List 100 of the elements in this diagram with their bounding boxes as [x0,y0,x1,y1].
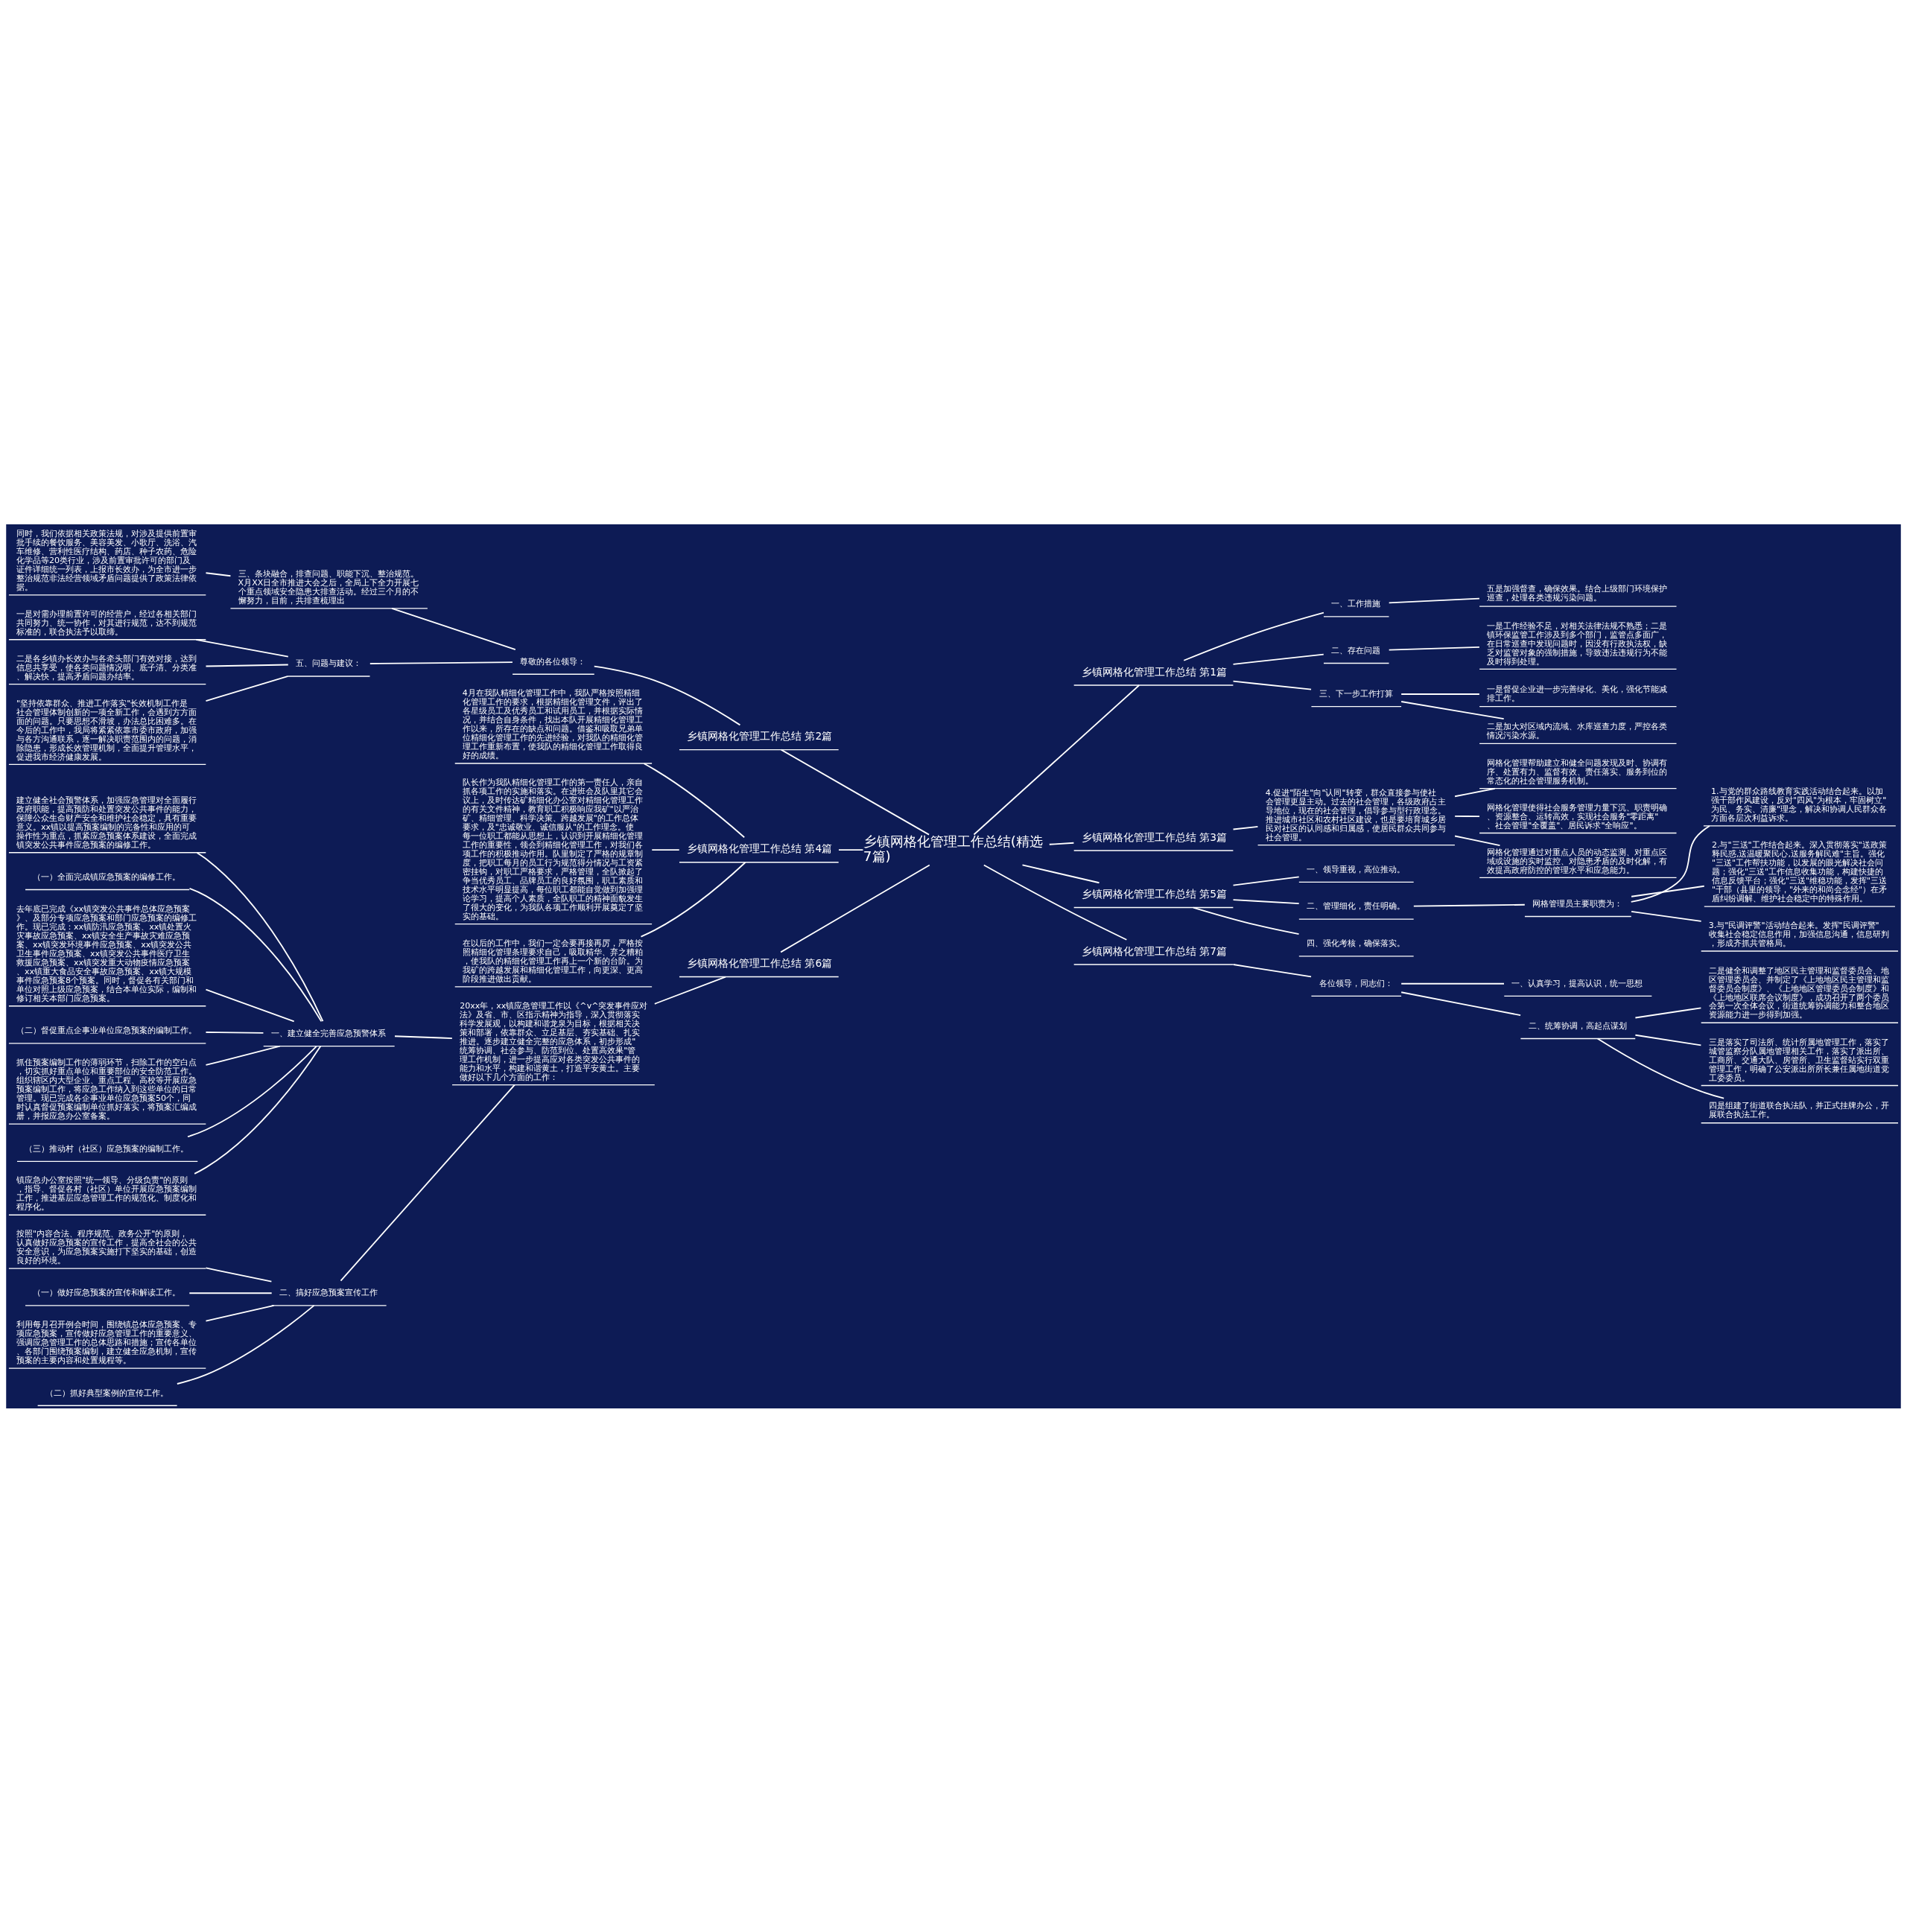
connector [973,684,1140,835]
node-text: 20xx年，xx镇应急管理工作以《^v^突发事件应对法》及省、市、区指示精神为指导，深入贯彻落实科学发展观，以构建和谐龙泉为目标，根据相关决策和部署，依靠群众、立足基层、夯实基础、扎实推进。逐步建立健全完整的应急体系，初步形成"统筹协调、社会参与、防范到位、处置高效果"管理工作机制，进一步提高应对各类突发公共事件的能力和水平，构建和谐黄土，打造平安黄土。主要做好以下几个方面的工作： [460,1000,648,1082]
node-text: 二、统筹协调，高起点谋划 [1528,1020,1627,1031]
connector [194,1045,322,1175]
node-text: 三、下一步工作打算 [1319,688,1393,699]
connector [1232,898,1300,904]
node-text: 一、工作措施 [1331,598,1381,608]
node-text: 同时，我们依据相关政策法规，对涉及提供前置审批手续的餐饮服务、美容美发、小歌厅、洗浴、汽车维修、营利性医疗结构、药店、种子农药、危险化学品等20类行业，涉及前置审批许可的部门及证件详细统一列表，上报市长效办，为全市进一步整治规范非法经营领域矛盾问题提供了政策法律依据。 [16,528,197,592]
node-text: （二）督促重点企事业单位应急预案的编制工作。 [16,1025,197,1035]
connector [394,1035,453,1039]
connector [1232,680,1312,690]
connector [1400,693,1480,695]
node-text: 去年底已完成《xx镇突发公共事件总体应急预案》、及部分专项应急预案和部门应急预案的编修工作。现已完成：xx镇防汛应急预案、xx镇处置火灾事故应急预案、xx镇安全生产事故灾难应急预案、xx镇突发环境事件应急预案、xx镇突发公共卫生事件应急预案、xx镇突发公共事件医疗卫生救援应急预案、xx镇突发重大动物疫情应急预案、xx镇重大食品安全事故应急预案、xx镇大规模事件应急预案8个预案。同时，督促各有关部门和单位对照上级应急预案，结合本单位实际，编制和修订相关本部门应急预案。 [16,903,197,1003]
node-text: 4.促进"陌生"向"认同"转变，群众直接参与使社会管理更显主动。过去的社会管理，各级政府占主导地位，现在的社会管理，倡导参与型行政理念。推进城市社区和农村社区建设，也是要培育城乡居民对社区的认同感和归属感，使居民群众共同参与社会管理。 [1265,787,1446,842]
connector [1596,1038,1725,1099]
connector [1388,646,1480,651]
node-text: 1.与党的群众路线教育实践活动结合起来。以加强干部作风建设，反对"四风"为根本，牢固树立"为民、务实、清廉"理念，解决和协调人民群众各方面各层次利益诉求。 [1711,786,1888,823]
connector [1400,700,1505,719]
node-text: （一）全面完成镇应急预案的编修工作。 [33,871,181,882]
connector [1631,910,1702,922]
connector [1232,825,1259,830]
node-text: 一、领导重视，高位推动。 [1306,864,1405,874]
connector [651,848,680,851]
node-text: 乡镇网格化管理工作总结 第3篇 [1081,830,1227,843]
connector [1048,842,1075,845]
node-text: 在以后的工作中，我们一定会要再接再厉，严格按照精细化管理条理要求自己，吸取精华、弃之糟粕，使我队的精细化管理工作再上一个新的台阶。为我矿的跨越发展和精细化管理工作，向更深、更高阶段推进做出贡献。 [462,938,643,984]
node-text: 乡镇网格化管理工作总结 第4篇 [687,842,833,854]
connector [205,1031,264,1034]
connector [653,976,726,1005]
connector [205,1267,273,1282]
node-text: 四、强化考核，确保落实。 [1306,938,1405,948]
node-text: 三是落实了司法所、统计所属地管理工作，落实了城管监察分队属地管理相关工作，落实了派出所、工商所、交通大队、房管所、卫生监督站实行双重管理工作，明确了公安派出所所长兼任属地街道党工委委员。 [1708,1037,1889,1083]
node-text: 队长作为我队精细化管理工作的第一责任人，亲自抓各项工作的实施和落实。在进班会及队里其它会议上，及时传达矿精细化办公室对精细化管理工作的有关文件精神，教育职工积极响应我矿"以严治矿、精细管理、科学决策、跨越发展"的工作总体要求，及"忠诚敬业、诚信服从"的工作理念。使每一位职工都能从思想上，认识到开展精细化管理工作的重要性，领会到精细化管理工作，对我们各项工作的积极推动作用。队里制定了严格的规章制度，把职工每月的员工行为规范得分情况与工资紧密挂钩，对职工严格要求，严格管理，全队掀起了争当优秀员工、品牌员工的良好氛围，职工素质和技术水平明显提高，每位职工都能自觉做到加强理论学习，提高个人素质，全队职工的精神面貌发生了很大的变化，为我队各项工作顺利开展奠定了坚实的基础。 [462,777,643,921]
connector [1634,1006,1702,1018]
node-text: 五、问题与建议： [296,658,361,668]
node-text: 二是健全和调整了地区民主管理和监督委员会、地区管理委员会、并制定了《上地地区民主管理和监督委员会制度》、《上地地区管理委员会制度》和《上地地区联席会议制度》，成功召开了两个委员会第一次全体会议，街道统筹协调能力和整合地区资源能力进一步得到加强。 [1708,965,1889,1020]
connector [195,638,289,657]
node-text: 二是加大对区域内流域、水库巡查力度，严控各类情况污染水源。 [1487,721,1668,740]
connector [780,749,930,836]
node-text: 二、存在问题 [1331,645,1381,655]
node-text: 乡镇网格化管理工作总结 第2篇 [687,729,833,742]
connector [205,1304,275,1321]
connector [188,887,323,1022]
connector [1412,903,1526,907]
node-text: 尊敬的各位领导： [520,656,586,667]
connector [1183,611,1324,661]
node-text: 网格化管理使得社会服务管理力量下沉、职责明确、资源整合、运转高效，实现社会服务"零距离"、社会管理"全覆盖"、居民诉求"全响应"。 [1487,802,1668,830]
connector [1454,787,1496,797]
node-text: 乡镇网格化管理工作总结(精选7篇) [863,833,1044,864]
node-text: 网格化管理帮助建立和健全问题发现及时、协调有序、处置有力、监督有效、责任落实、服务到位的常态化的社会管理服务机制。 [1487,757,1668,786]
node-text: 乡镇网格化管理工作总结 第5篇 [1081,887,1227,900]
connector [1454,835,1501,846]
node-text: 各位领导，同志们： [1319,978,1393,988]
connector [340,1084,515,1281]
connector [369,661,513,664]
node-text: 镇应急办公室按照"统一领导、分级负责"的原则，指导、督促各村（社区）单位开展应急预案编制工作，推进基层应急管理工作的规范化、制度化和程序化。 [16,1175,197,1212]
connector [188,1291,273,1294]
node-text: 一、认真学习，提高认识，统一思想 [1511,978,1643,988]
node-text: 五是加强督查，确保效果。结合上级部门环境保护巡查，处理各类违规污染问题。 [1487,583,1668,603]
node-text: 网格管理员主要职责为： [1532,898,1623,909]
node-text: 2.与"三送"工作结合起来。深入贯彻落实"送政策释民惑,送温暖聚民心,送服务解民难"主旨。强化"三送"工作帮扶功能，以发展的眼光解决社会问题；强化"三送"工作信息收集功能，构建快捷的信息反馈平台；强化"三送"维稳功能，发挥"三送"干部（县里的领导，"外来的和尚会念经"）在矛盾纠纷调解、维护社会稳定中的特殊作用。 [1711,839,1888,903]
node-text: 利用每月召开例会时间，围绕镇总体应急预案、专项应急预案，宣传做好应急管理工作的重要意义、强调应急管理工作的总体思路和措施；宣传各单位、各部门围绕预案编制，建立健全应急机制，宣传预案的主要内容和处置规程等。 [16,1319,197,1365]
connector [391,607,516,650]
connector [1400,982,1505,985]
connector [196,851,324,1022]
connector [187,1045,317,1137]
node-text: 四是组建了街道联合执法队，并正式挂牌办公，开展联合执法工作。 [1708,1100,1889,1119]
node-text: 按照"内容合法、程序规范、政务公开"的原则，认真做好应急预案的宣传工作，提高全社会的公共安全意识，为应急预案实施打下坚实的基础，创造良好的环境。 [16,1228,197,1265]
connector [1232,653,1324,665]
node-text: 二是各乡镇办长效办与各牵头部门有效对接，达到信息共享受，使各类问题情况明、底子清、分类准、解决快，提高矛盾问题办结率。 [16,653,197,681]
connector [983,864,1128,941]
connector [1630,824,1710,903]
node-text: 建立健全社会预警体系，加强应急管理对全面履行政府职能，提高预防和处置突发公共事件的能力，保障公众生命财产安全和维护社会稳定，具有重要意义。xx镇以提高预案编制的完备性和应用的可操作性为重点，抓紧应急预案体系建设，全面完成镇突发公共事件应急预案的编修工作。 [16,795,197,850]
node-text: 网格化管理通过对重点人员的动态监测、对重点区域或设施的实时监控、对隐患矛盾的及时化解，有效提高政府防控的管理水平和应急能力。 [1487,847,1668,875]
connector [1232,963,1312,977]
node-text: （一）做好应急预案的宣传和解读工作。 [33,1287,181,1297]
connector [643,762,746,838]
connector [593,665,741,725]
connector [1388,597,1480,603]
connector [176,1304,315,1385]
node-text: 三、条块融合，排查问题、职能下沉、整治规范。X月XX日全市推进大会之后，全局上下全力开展七个重点领域安全隐患大排查活动。经过三个月的不懈努力，目前，共排查梳理出 [238,568,419,606]
connector [1193,906,1300,935]
connector [1021,864,1100,883]
connector [780,864,930,953]
node-text: 一是工作经验不足，对相关法律法规不熟悉；二是镇环保监管工作涉及到多个部门，监管点多面广，在日常巡查中发现问题时，因没有行政执法权，缺乏对监管对象的强制措施，导致违法违规行为不能及时得到处理。 [1487,620,1668,667]
connector [838,848,864,851]
connector [640,861,746,937]
node-text: 抓住预案编制工作的薄弱环节，扫除工作的空白点，切实抓好重点单位和重要部位的安全防范工作。组织辖区内大型企业、重点工程、高校等开展应急预案编制工作，将应急工作纳入到这些单位的日常管理。现已完成各企事业单位应急预案50个，同时认真督促预案编制单位抓好落实，将预案汇编成册，并报应急办公室备案。 [16,1057,197,1121]
node-text: 一是对需办理前置许可的经营户，经过各相关部门共同努力、统一协作，对其进行规范，达不到规范标准的，联合执法予以取缔。 [16,608,197,637]
node-text: 乡镇网格化管理工作总结 第6篇 [687,956,833,969]
node-text: 乡镇网格化管理工作总结 第1篇 [1081,665,1227,678]
connector [1454,815,1480,817]
node-text: 3.与"民调评警"活动结合起来。发挥"民调评警"收集社会稳定信息作用，加强信息沟通，信息研判，形成齐抓共管格局。 [1708,920,1889,948]
connector [1634,1034,1702,1046]
connector [205,1045,281,1066]
node-text: （三）推动村（社区）应急预案的编制工作。 [25,1143,189,1154]
node-text: 二、管理细化，责任明确。 [1306,900,1405,911]
connector [205,571,232,576]
node-text: "坚持依靠群众、推进工作落实"长效机制工作是社会管理体制创新的一项全新工作，会遇到方方面面的问题。只要思想不滑坡，办法总比困难多。在今后的工作中，我局将紧紧依靠市委市政府，加强与各方沟通联系，逐一解决职责范围内的问题，消除隐患，形成长效管理机制，全面提升管理水平，促进我市经济健康发展。 [16,698,197,762]
node-text: 二、搞好应急预案宣传工作 [279,1287,378,1297]
